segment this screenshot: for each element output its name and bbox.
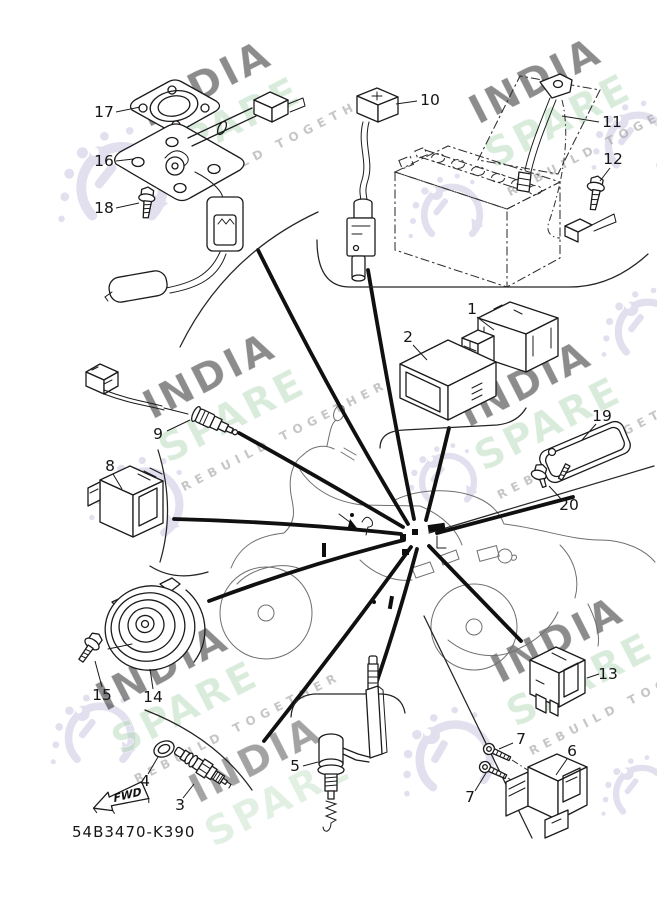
- callout-18: 18: [94, 199, 114, 217]
- callout-5: 5: [290, 757, 300, 775]
- part-5-switch: [317, 655, 388, 832]
- drawing-code: 54B3470-K390: [72, 823, 195, 841]
- part-7-screws: [478, 742, 541, 794]
- callout-15: 15: [92, 686, 112, 704]
- watermark-text: INDIA SPARE REBUILD TOGETHER: [135, 323, 390, 494]
- part-15-bolt: [78, 632, 103, 663]
- part-8-relay: [87, 465, 164, 538]
- part-14-horn: [104, 577, 206, 671]
- part-13-holder: [529, 646, 586, 717]
- part-3-spark-plug: [173, 746, 232, 789]
- callout-2: 2: [403, 328, 413, 346]
- callout-17: 17: [94, 103, 114, 121]
- callout-3: 3: [175, 796, 185, 814]
- callout-6: 6: [567, 742, 577, 760]
- callouts: 17 16 18 10 11 12 1 2 19 20 9 8 15 14 4 …: [92, 91, 623, 814]
- callout-1: 1: [467, 300, 477, 318]
- callout-9: 9: [153, 425, 163, 443]
- callout-4: 4: [140, 772, 150, 790]
- callout-16: 16: [94, 152, 114, 170]
- part-9-switch: [85, 363, 239, 436]
- callout-20: 20: [559, 496, 579, 514]
- callout-7a: 7: [516, 730, 526, 748]
- callout-19: 19: [592, 407, 612, 425]
- callout-13: 13: [598, 665, 618, 683]
- location-marks: [322, 513, 447, 610]
- callout-leaders: [94, 100, 611, 799]
- part-16-fuel-sender: [104, 91, 306, 303]
- part-2-cover: [399, 339, 497, 421]
- callout-7b: 7: [465, 788, 475, 806]
- callout-11: 11: [602, 113, 622, 131]
- callout-10: 10: [420, 91, 440, 109]
- boundary-lines: [144, 211, 655, 839]
- motorcycle-sketch: [219, 404, 656, 671]
- part-12-bolt: [586, 175, 605, 211]
- part-4-oring: [153, 740, 175, 758]
- part-6-starter-relay: [505, 753, 588, 839]
- part-10-battery-lead: [346, 87, 399, 282]
- callout-12: 12: [603, 150, 623, 168]
- part-20-bolt: [530, 463, 548, 489]
- part-11-wire-lead: [516, 73, 617, 243]
- fwd-arrow: FWD: [92, 781, 150, 814]
- callout-14: 14: [143, 688, 163, 706]
- leader-lines: [172, 248, 575, 743]
- part-18-bolt: [138, 186, 156, 219]
- callout-8: 8: [105, 457, 115, 475]
